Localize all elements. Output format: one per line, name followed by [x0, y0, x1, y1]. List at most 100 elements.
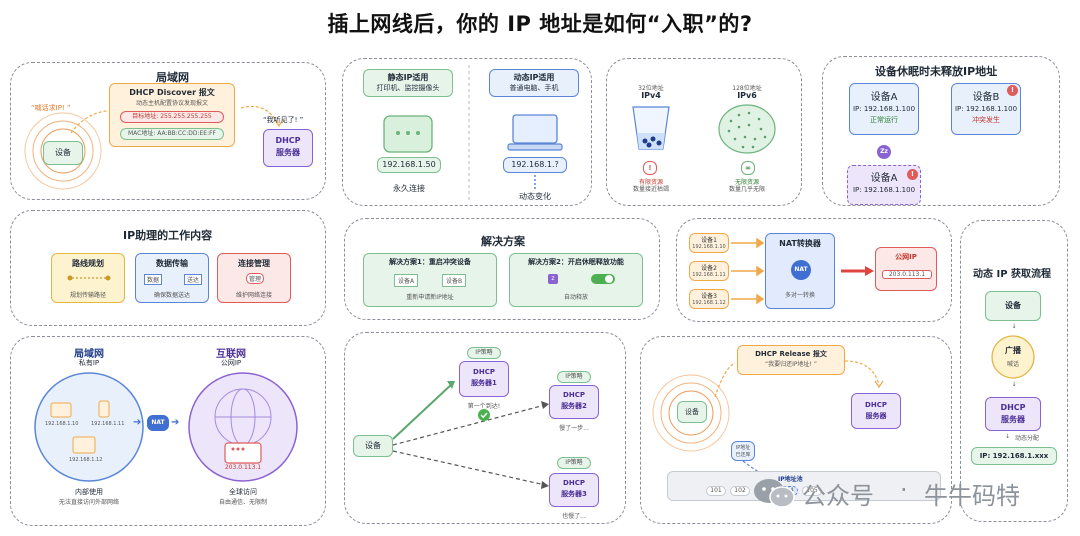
broadcast-circle-icon	[991, 335, 1035, 379]
pool-slot: 101	[706, 486, 726, 496]
device-a-title: 设备A	[870, 92, 898, 103]
static-title: 静态IP适用	[387, 73, 429, 82]
down-arrow-icon: ↓	[1005, 433, 1011, 440]
solution-2-card: 解决方案2：开启休眠释放功能 z 自动释放	[509, 253, 643, 307]
flow-server-label: DHCP 服务器	[1000, 403, 1026, 424]
public-ip-card: 公网IP 203.0.113.1	[875, 247, 937, 291]
panel-title: IP助理的工作内容	[123, 229, 213, 242]
toggle-switch-icon[interactable]	[590, 273, 616, 285]
dhcp-server-3[interactable]: DHCP 服务器3	[549, 473, 599, 507]
device-b-title: 设备B	[972, 92, 1000, 103]
release-title: DHCP Release 报文	[755, 350, 827, 358]
ipv4-caption: 32位地址	[638, 85, 664, 92]
dashed-link-icon	[534, 175, 536, 189]
release-device[interactable]: 设备	[677, 401, 707, 423]
ip-policy-tag-2: IP策略	[557, 371, 591, 383]
flow-device[interactable]: 设备	[985, 291, 1041, 321]
server-2-label: DHCP 服务器2	[561, 391, 587, 410]
data-card: 数据传输 数据 送达 确保数据送达	[135, 253, 209, 303]
ipv6-label: IPv6	[737, 91, 757, 100]
flow-server[interactable]: DHCP 服务器	[985, 397, 1041, 431]
watermark-name: 牛牛码特	[924, 482, 1020, 510]
shout-text: “喊话求IP! ”	[31, 104, 71, 112]
ipv4-label: IPv4	[641, 91, 661, 100]
device-1-ip: 192.168.1.10	[692, 244, 726, 250]
conn-title: 连接管理	[238, 259, 270, 268]
release-packet: DHCP Release 报文 “我要归还IP地址! ”	[737, 345, 845, 375]
dhcp-server-2[interactable]: DHCP 服务器2	[549, 385, 599, 419]
broadcast-label: 广播	[1005, 346, 1021, 355]
server-1-note: 第一个到达!	[467, 403, 501, 410]
data-subtitle: 确保数据送达	[153, 292, 190, 299]
mac-address: MAC地址: AA:BB:CC:DD:EE:FF	[120, 128, 224, 140]
nat-device-2: 设备2 192.168.1.11	[689, 261, 729, 281]
release-server[interactable]: DHCP 服务器	[851, 393, 901, 429]
release-server-label: DHCP 服务器	[865, 401, 887, 420]
race-device[interactable]: 设备	[353, 435, 393, 457]
device-a2-title: 设备A	[870, 173, 898, 184]
warning-icon: !	[643, 161, 657, 175]
returned-ip-tag: IP地址 已还库	[731, 441, 755, 461]
panel-dhcp-release: DHCP Release 报文 “我要归还IP地址! ” 设备 DHCP 服务器…	[640, 336, 952, 524]
arrow-icon: ➔	[171, 417, 180, 428]
down-arrow-icon: ↓	[1011, 323, 1017, 330]
printer-icon	[383, 115, 433, 153]
discover-subtitle: 动态主机配置协议发现报文	[135, 100, 208, 107]
target-address: 目标地址: 255.255.255.255	[120, 111, 224, 123]
nat-badge: NAT	[791, 260, 811, 280]
release-subtitle: “我要归还IP地址! ”	[765, 361, 817, 368]
dynamic-title: 动态IP适用	[513, 73, 555, 82]
ipv6-note: 无限资源	[734, 179, 759, 186]
release-rings-icon	[652, 374, 730, 452]
conn-subtitle: 维护网络连接	[235, 292, 272, 299]
device-a-card[interactable]: 设备A IP: 192.168.1.100 正常运行	[849, 83, 919, 135]
panel-static-dynamic: 静态IP适用 打印机、监控摄像头 动态IP适用 普通电脑、手机 192.168.…	[342, 58, 592, 206]
panel-title: 动态 IP 获取流程	[973, 269, 1052, 280]
pool-slot: 102	[730, 486, 750, 496]
device-a2-ip: IP: 192.168.1.100	[852, 186, 916, 194]
check-icon	[478, 409, 490, 421]
divider-line	[468, 65, 470, 201]
static-header: 静态IP适用 打印机、监控摄像头	[363, 69, 453, 97]
returned-ip-status: 已还库	[735, 452, 751, 458]
solution-2-subtitle: 自动释放	[563, 294, 588, 301]
route-subtitle: 规划传输路径	[69, 292, 106, 299]
returned-ip-label: IP地址	[735, 445, 751, 451]
globe-icon	[188, 372, 298, 482]
discover-title: DHCP Discover 报文	[129, 88, 215, 97]
device-2-ip: 192.168.1.11	[692, 272, 726, 278]
arrow-icon	[731, 237, 765, 305]
heard-text: “我听见了! ”	[263, 116, 304, 124]
ipv6-globe-icon	[718, 104, 776, 154]
server-2-note: 慢了一步...	[559, 425, 589, 432]
server-3-label: DHCP 服务器3	[561, 479, 587, 498]
wan-label: 互联网	[216, 349, 246, 360]
static-note: 永久连接	[393, 184, 425, 193]
panel-title: 设备休眠时未释放IP地址	[875, 65, 998, 78]
public-ip-title: 公网IP	[895, 253, 917, 261]
device-b-ip: IP: 192.168.1.100	[954, 105, 1018, 113]
lan-label: 局域网	[74, 349, 104, 360]
nat-subtitle: 多对一转换	[784, 292, 815, 299]
device-1-name: 设备1	[701, 237, 717, 244]
ipv6-caption: 128位地址	[732, 85, 762, 92]
device-label: 设备	[55, 148, 71, 157]
panel-dhcp-race: 设备 IP策略 DHCP 服务器1 第一个到达! IP策略 DHCP 服务器2 …	[344, 332, 626, 524]
static-subtitle: 打印机、监控摄像头	[376, 84, 440, 92]
ip-policy-tag-3: IP策略	[557, 457, 591, 469]
server-label: DHCP 服务器	[275, 136, 301, 157]
ip-policy-tag-1: IP策略	[467, 347, 501, 359]
dhcp-server-1[interactable]: DHCP 服务器1	[459, 361, 509, 397]
panel-ip-assistant: IP助理的工作内容 路线规划 规划传输路径 数据传输 数据 送达 确保数据送达 …	[10, 210, 326, 326]
ip-pool-title: IP地址池	[778, 476, 803, 483]
ipv4-note2: 数量接近枯竭	[632, 186, 669, 193]
route-card: 路线规划 规划传输路径	[51, 253, 125, 303]
panel-title: 解决方案	[481, 235, 525, 248]
laptop-icon	[507, 114, 563, 151]
public-ip-value: 203.0.113.1	[882, 270, 932, 279]
warning-icon: !	[907, 169, 918, 180]
panel-sleep-conflict: 设备休眠时未释放IP地址 设备A IP: 192.168.1.100 正常运行 …	[822, 56, 1060, 206]
device-node[interactable]: 设备	[43, 141, 83, 165]
solution-1-card: 解决方案1：重启冲突设备 设备A 设备B 重新申请新IP地址	[363, 253, 497, 307]
dhcp-server-node[interactable]: DHCP 服务器	[263, 129, 313, 167]
